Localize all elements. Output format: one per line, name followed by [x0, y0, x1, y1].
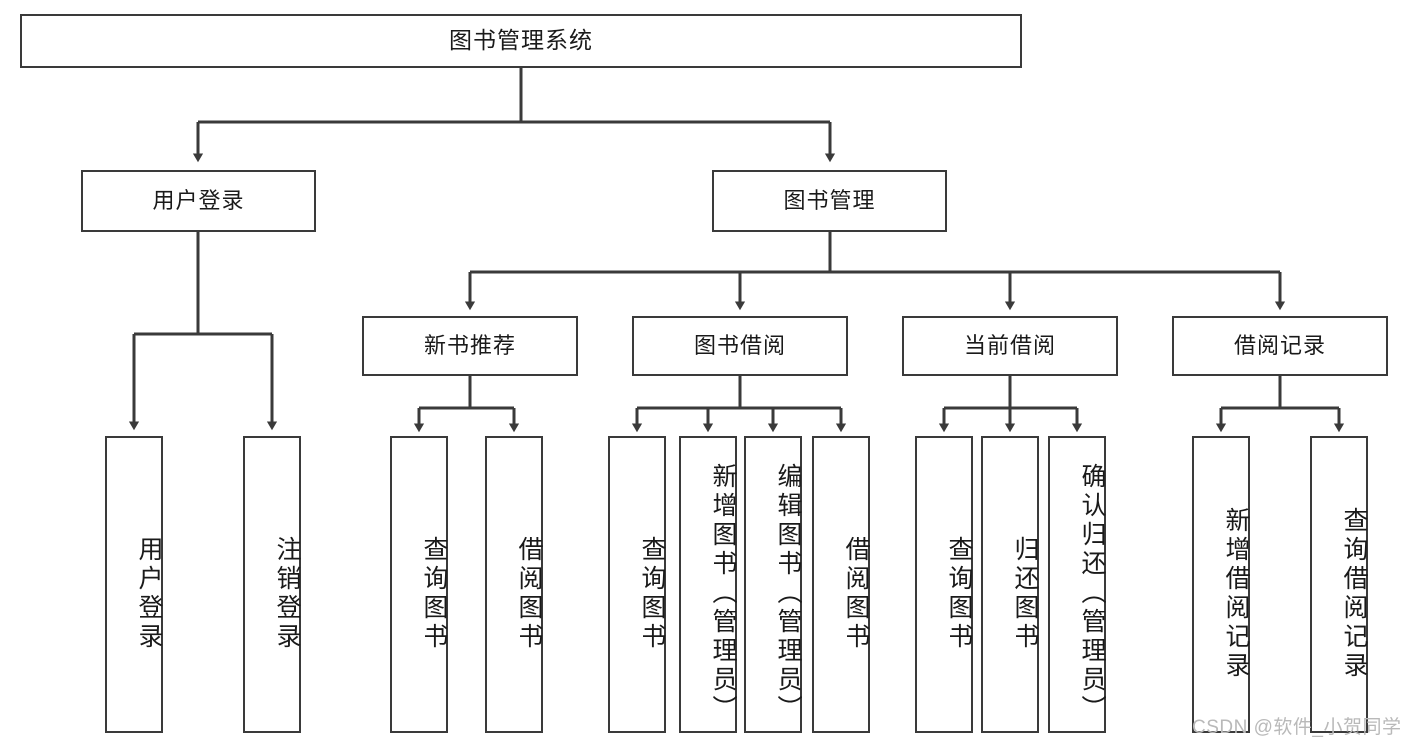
node-leaf-user-login-label: 用户登录 [135, 535, 163, 652]
node-borrow-record[interactable]: 借阅记录 [1172, 316, 1388, 376]
node-borrow-record-label: 借阅记录 [1233, 332, 1326, 358]
node-user-login[interactable]: 用户登录 [81, 170, 316, 232]
node-book-manage-label: 图书管理 [783, 187, 876, 213]
node-new-book-recommend-label: 新书推荐 [423, 332, 516, 358]
node-leaf-query-book-2-label: 查询图书 [638, 535, 666, 652]
node-leaf-add-book[interactable]: 新增图书（管理员） [679, 436, 737, 733]
node-leaf-borrow-book-2-label: 借阅图书 [842, 535, 870, 652]
node-leaf-edit-book[interactable]: 编辑图书（管理员） [744, 436, 802, 733]
node-leaf-confirm-return-label: 确认归还（管理员） [1078, 463, 1106, 724]
node-current-borrow[interactable]: 当前借阅 [902, 316, 1118, 376]
node-leaf-return-book[interactable]: 归还图书 [981, 436, 1039, 733]
node-leaf-add-record-label: 新增借阅记录 [1222, 506, 1250, 681]
node-leaf-confirm-return[interactable]: 确认归还（管理员） [1048, 436, 1106, 733]
node-leaf-add-book-label: 新增图书（管理员） [709, 463, 737, 724]
node-leaf-borrow-book-1[interactable]: 借阅图书 [485, 436, 543, 733]
node-leaf-query-book-1[interactable]: 查询图书 [390, 436, 448, 733]
node-book-borrow[interactable]: 图书借阅 [632, 316, 848, 376]
node-leaf-return-book-label: 归还图书 [1011, 535, 1039, 652]
node-leaf-query-book-3-label: 查询图书 [945, 535, 973, 652]
watermark: CSDN @软件_小贺同学 [1192, 717, 1402, 738]
node-leaf-query-record-label: 查询借阅记录 [1340, 506, 1368, 681]
node-book-borrow-label: 图书借阅 [693, 332, 786, 358]
node-root[interactable]: 图书管理系统 [20, 14, 1022, 68]
node-root-label: 图书管理系统 [449, 27, 593, 54]
node-leaf-borrow-book-2[interactable]: 借阅图书 [812, 436, 870, 733]
node-leaf-query-book-1-label: 查询图书 [420, 535, 448, 652]
node-leaf-logout-label: 注销登录 [273, 535, 301, 652]
node-leaf-add-record[interactable]: 新增借阅记录 [1192, 436, 1250, 733]
node-leaf-user-login[interactable]: 用户登录 [105, 436, 163, 733]
node-current-borrow-label: 当前借阅 [963, 332, 1056, 358]
node-new-book-recommend[interactable]: 新书推荐 [362, 316, 578, 376]
node-leaf-logout[interactable]: 注销登录 [243, 436, 301, 733]
node-leaf-edit-book-label: 编辑图书（管理员） [774, 463, 802, 724]
node-leaf-query-record[interactable]: 查询借阅记录 [1310, 436, 1368, 733]
node-leaf-query-book-2[interactable]: 查询图书 [608, 436, 666, 733]
node-leaf-query-book-3[interactable]: 查询图书 [915, 436, 973, 733]
node-leaf-borrow-book-1-label: 借阅图书 [515, 535, 543, 652]
node-user-login-label: 用户登录 [152, 187, 245, 213]
node-book-manage[interactable]: 图书管理 [712, 170, 947, 232]
